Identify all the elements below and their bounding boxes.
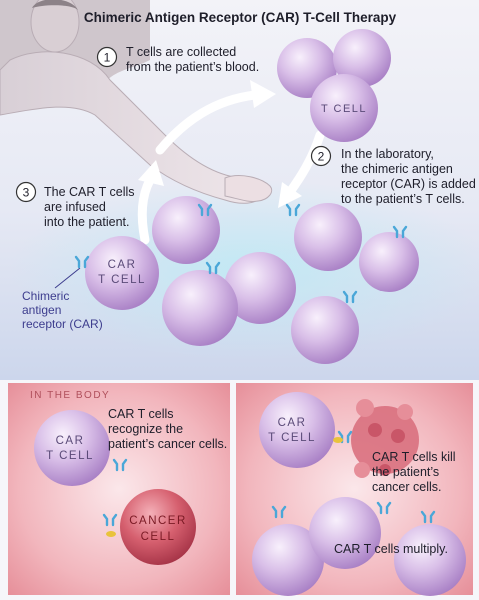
car-t-cell	[291, 296, 359, 364]
right-panel-multiply: CAR T cells multiply.	[334, 542, 448, 556]
car-t-cell	[162, 270, 238, 346]
receptor-pointer	[54, 267, 81, 289]
car-receptor-icon	[420, 510, 436, 524]
receptor-label-line: Chimeric	[22, 289, 69, 303]
car-receptor-icon	[342, 290, 358, 304]
car-label: CAR	[278, 417, 307, 429]
car-receptor-icon	[197, 203, 213, 217]
car-label: CAR	[56, 435, 85, 447]
car-t-cell	[359, 232, 419, 292]
patient-figure	[0, 0, 273, 204]
title: Chimeric Antigen Receptor (CAR) T-Cell T…	[84, 10, 397, 25]
collected-t-cells: T CELL	[277, 29, 391, 142]
car-t-cell	[224, 252, 296, 324]
left-panel-line: patient’s cancer cells.	[108, 437, 227, 451]
car-t-cell	[85, 236, 159, 310]
cell-label: CELL	[141, 531, 176, 543]
car-receptor-icon	[376, 501, 392, 515]
car-receptor-icon	[74, 255, 90, 269]
t-cell-label: T CELL	[46, 450, 94, 462]
step-3-line: into the patient.	[44, 215, 129, 229]
receptors	[74, 203, 436, 527]
step-2-badge	[310, 145, 332, 167]
car-receptor-icon	[392, 225, 408, 239]
car-t-cells	[85, 196, 419, 364]
car-receptor-icon	[271, 505, 287, 519]
car-t-cell	[394, 524, 466, 596]
right-panel-line: the patient’s	[372, 465, 439, 479]
step-1-line: from the patient’s blood.	[126, 60, 259, 74]
step-2-line: to the patient’s T cells.	[341, 192, 465, 206]
in-the-body-label: IN THE BODY	[30, 390, 110, 401]
t-cell-label: T CELL	[98, 274, 146, 286]
dying-cancer-cell	[351, 399, 419, 478]
t-cell	[333, 29, 391, 87]
receptor-label-line: receptor (CAR)	[22, 317, 103, 331]
step-1-badge	[96, 46, 118, 68]
car-t-cell	[309, 497, 381, 569]
arrow-to-lab	[250, 80, 276, 108]
flow-arrows	[137, 80, 325, 245]
right-panel-line: cancer cells.	[372, 480, 441, 494]
step-3-number: 3	[23, 186, 30, 200]
car-receptor-icon	[285, 203, 301, 217]
in-the-body-panels: IN THE BODY CAR T CELL CAR T cells recog…	[0, 380, 479, 600]
arrow-to-car-cells	[278, 182, 302, 208]
car-receptor-icon	[205, 261, 221, 275]
step-2: 2 In the laboratory, the chimeric antige…	[310, 145, 476, 206]
right-panel-line: CAR T cells kill	[372, 450, 456, 464]
car-t-cell	[259, 392, 335, 468]
step-3-line: are infused	[44, 200, 106, 214]
left-panel-line: recognize the	[108, 422, 183, 436]
cancer-cell	[120, 489, 196, 565]
t-cell-label: T CELL	[321, 103, 367, 115]
car-t-cell	[252, 524, 324, 596]
antigen	[333, 437, 343, 443]
step-2-line: In the laboratory,	[341, 147, 434, 161]
step-2-number: 2	[318, 150, 325, 164]
car-receptor-icon	[112, 458, 128, 472]
step-1-line: T cells are collected	[126, 45, 236, 59]
t-cell-label: T CELL	[268, 432, 316, 444]
step-2-line: the chimeric antigen	[341, 162, 453, 176]
arrow-to-patient	[138, 160, 164, 186]
car-t-cell	[34, 410, 110, 486]
receptor-label-line: antigen	[22, 303, 61, 317]
cancer-label: CANCER	[129, 515, 187, 527]
car-t-cell	[294, 203, 362, 271]
left-panel-line: CAR T cells	[108, 407, 174, 421]
car-receptor-icon	[102, 513, 118, 527]
step-1: 1 T cells are collected from the patient…	[96, 45, 259, 74]
left-panel	[8, 383, 230, 595]
step-3: 3 The CAR T cells are infused into the p…	[15, 181, 135, 229]
chimeric-receptor-label: Chimeric antigen receptor (CAR)	[22, 267, 103, 331]
step-3-line: The CAR T cells	[44, 185, 135, 199]
step-1-number: 1	[104, 51, 111, 65]
step-3-badge	[15, 181, 37, 203]
step-2-line: receptor (CAR) is added	[341, 177, 476, 191]
antigen	[106, 531, 116, 537]
car-label: CAR	[108, 259, 137, 271]
t-cell	[310, 74, 378, 142]
